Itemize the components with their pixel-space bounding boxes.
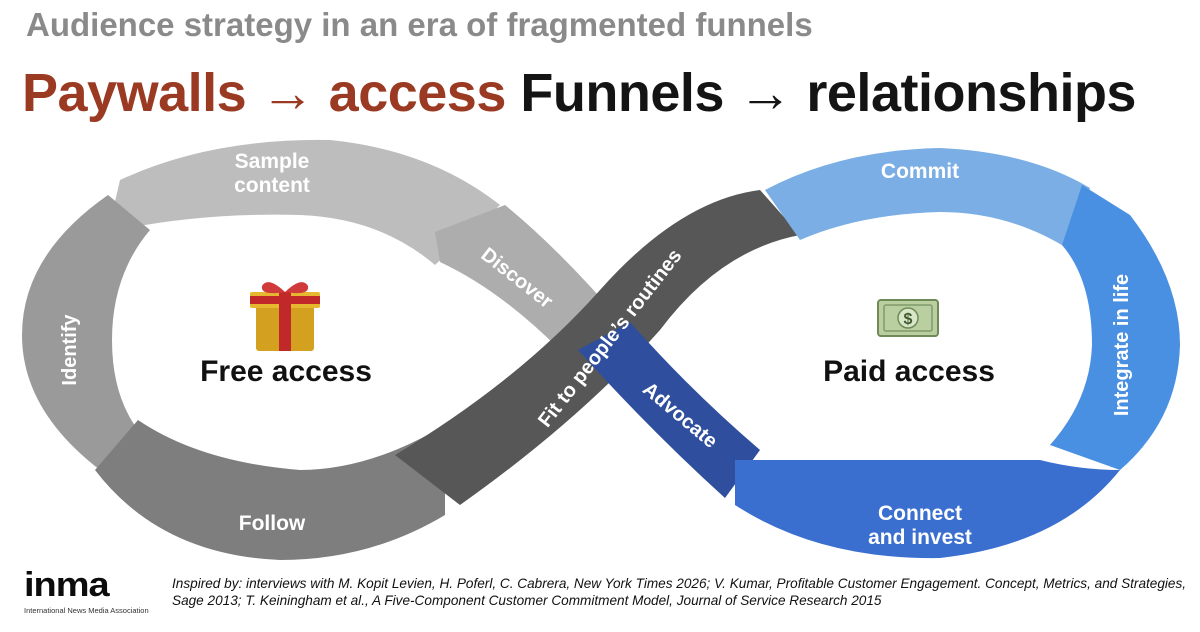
label-identify: Identify — [59, 314, 81, 386]
label-commit: Commit — [881, 160, 959, 183]
segment-connect — [735, 460, 1120, 559]
segment-follow — [95, 420, 445, 560]
paid-access-label: Paid access — [823, 355, 995, 388]
headline-old-model: Paywalls → access — [22, 63, 506, 123]
segment-integrate — [1050, 185, 1180, 470]
inma-logo-word: inma — [24, 566, 110, 605]
segment-advocate — [578, 322, 760, 498]
gift-icon — [250, 282, 320, 351]
money-bill-icon: $ — [877, 299, 939, 337]
subtitle: Audience strategy in an era of fragmente… — [26, 6, 813, 43]
inma-logo-tagline: International News Media Association — [24, 606, 149, 615]
label-connect-1: Connect — [878, 502, 962, 525]
label-sample-content-1: Sample — [235, 150, 310, 173]
headline-new-model: Funnels → relationships — [520, 63, 1136, 123]
source-note: Inspired by: interviews with M. Kopit Le… — [172, 576, 1187, 608]
segment-discover — [435, 205, 620, 350]
svg-text:$: $ — [904, 311, 913, 328]
segment-identify — [22, 195, 150, 470]
segment-sample-content — [108, 139, 500, 265]
headline: Paywalls → access Funnels → relationship… — [22, 62, 1136, 124]
label-follow: Follow — [239, 512, 306, 535]
label-connect-2: and invest — [868, 526, 972, 549]
label-integrate: Integrate in life — [1111, 274, 1133, 416]
free-access-label: Free access — [200, 355, 372, 388]
segment-commit — [765, 148, 1090, 250]
label-sample-content-2: content — [234, 174, 310, 197]
inma-logo: inma International News Media Associatio… — [24, 566, 156, 615]
